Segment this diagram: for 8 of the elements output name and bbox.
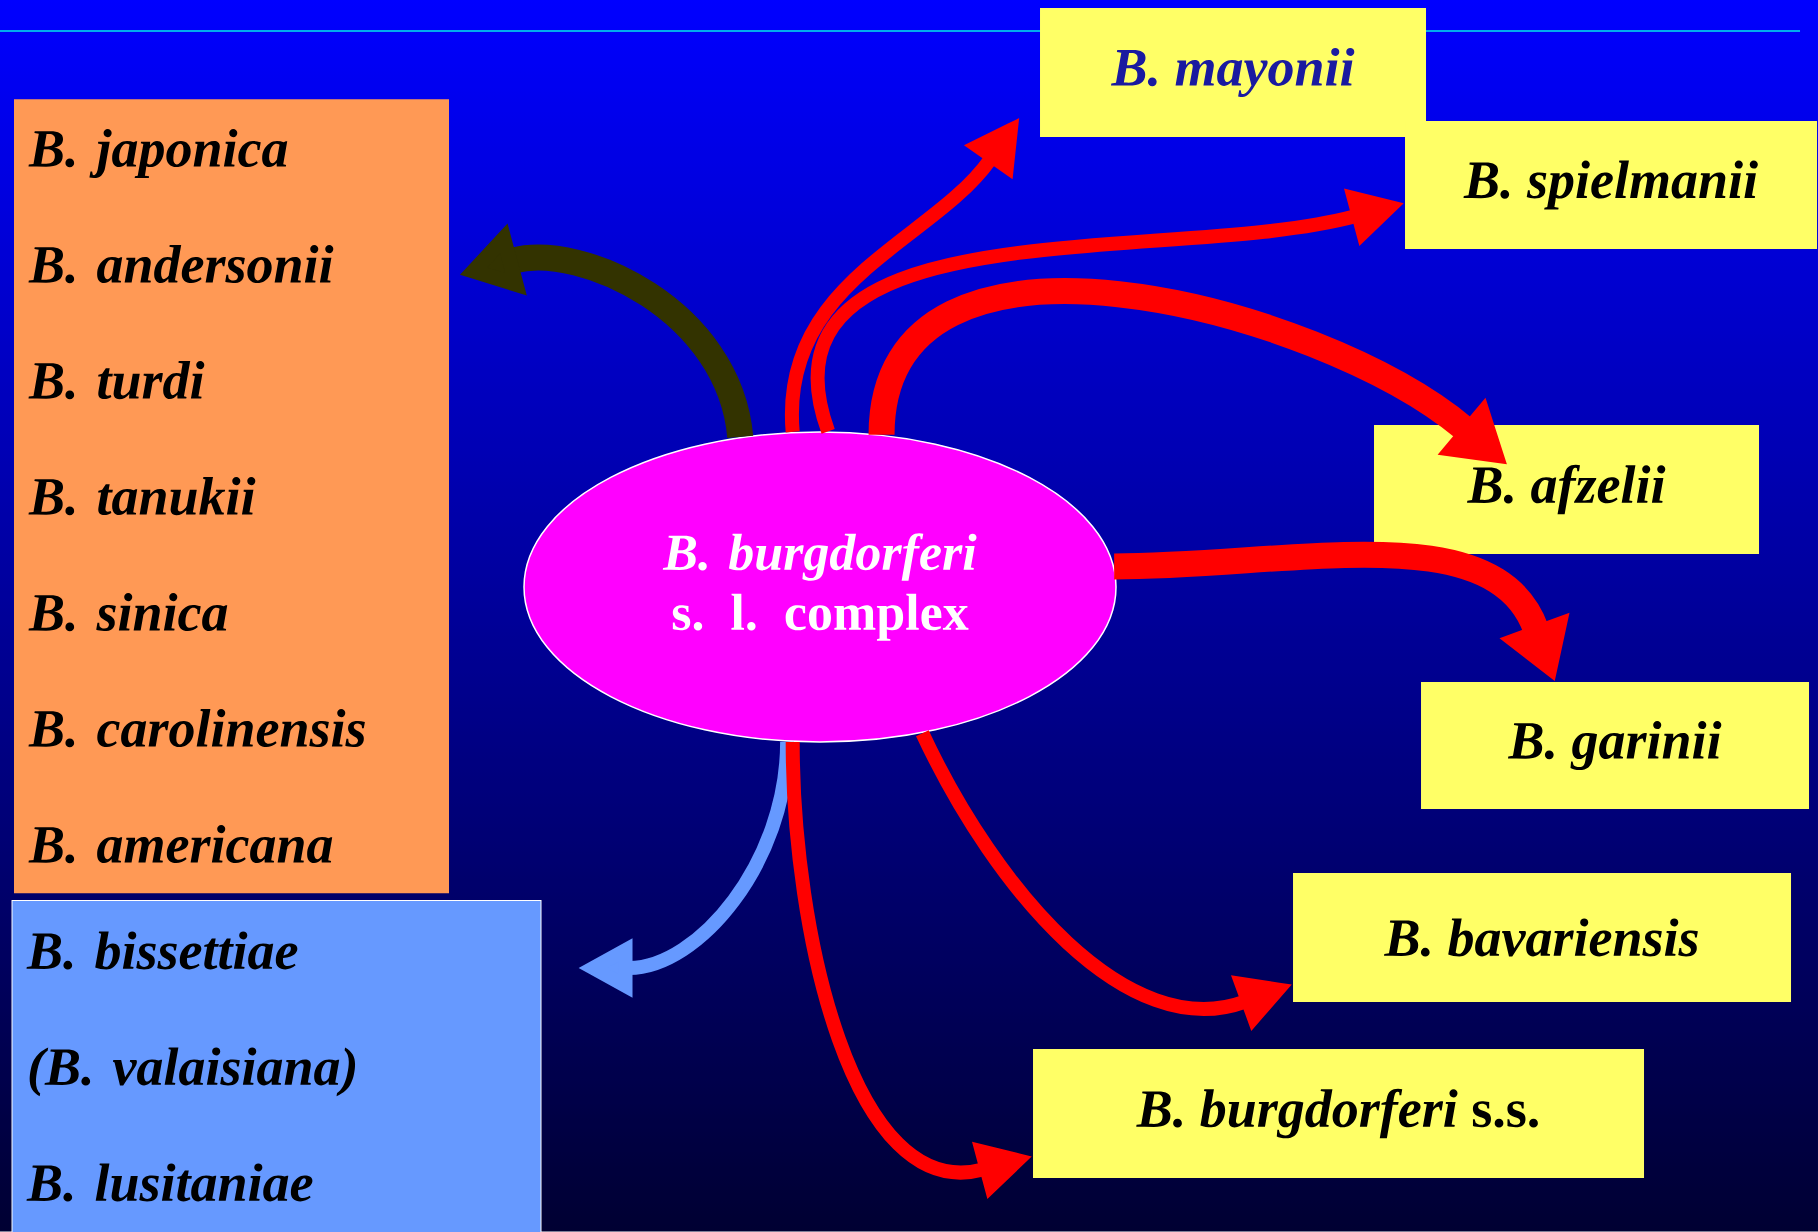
species-box: B. spielmanii bbox=[1405, 121, 1817, 249]
species-list-box: B. bissettiae (B. valaisiana) B. lusitaniae bbox=[11, 900, 542, 1232]
species-box: B. mayonii bbox=[1040, 8, 1426, 137]
species-list-box: B. japonica B. andersonii B. turdi B. tanukii B. sinica B. carolinensis B. americana bbox=[14, 99, 449, 894]
species-box: B. burgdorferi s.s. bbox=[1033, 1049, 1644, 1178]
species-box: B. bavariensis bbox=[1293, 873, 1791, 1002]
species-box: B. garinii bbox=[1421, 682, 1809, 809]
species-box: B. afzelii bbox=[1374, 425, 1759, 554]
